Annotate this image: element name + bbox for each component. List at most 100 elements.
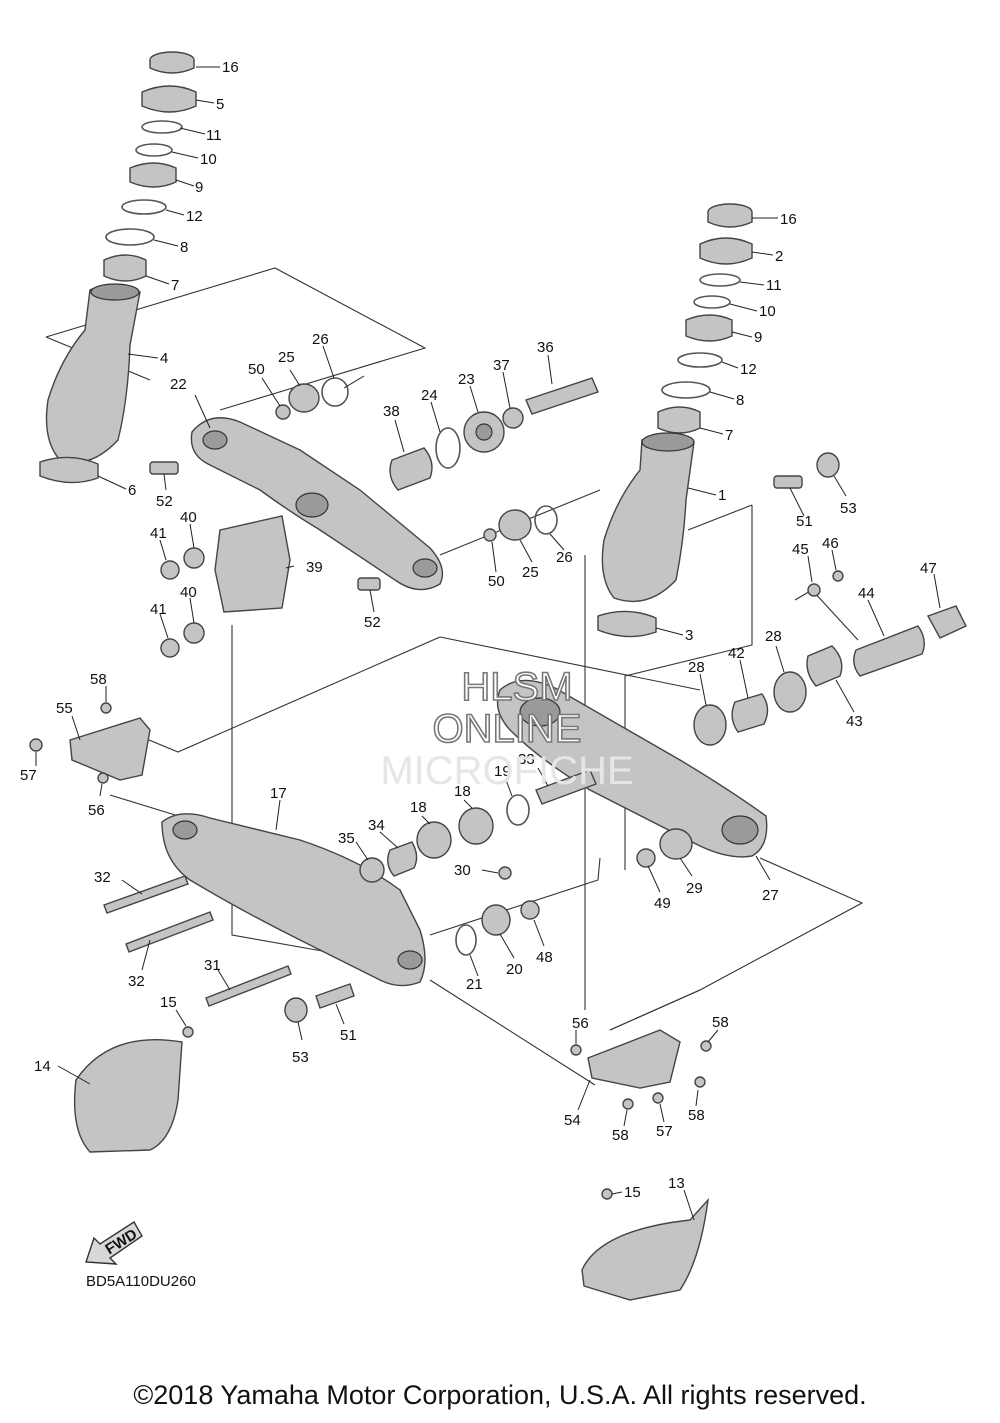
callout-38: 38 (383, 403, 400, 420)
part-14-cover (73, 1039, 183, 1153)
callout-49: 49 (654, 895, 671, 912)
callout-32-a: 32 (94, 869, 111, 886)
part-52-bolt-top (149, 461, 179, 475)
lower-arm-assembly (103, 769, 597, 1023)
callout-25-mid: 25 (522, 564, 539, 581)
part-48-collar (520, 900, 540, 920)
part-52-bolt-bottom (357, 577, 381, 591)
callout-11-right: 11 (766, 277, 782, 294)
callout-29: 29 (686, 880, 703, 897)
part-53-cap-top (816, 452, 840, 478)
part-50-collar-mid (483, 528, 497, 542)
callout-25-top: 25 (278, 349, 295, 366)
callout-46: 46 (822, 535, 839, 552)
copyright-notice: ©2018 Yamaha Motor Corporation, U.S.A. A… (133, 1380, 867, 1410)
fwd-arrow: FWD (85, 1221, 143, 1265)
part-58-bolt-b (694, 1076, 706, 1088)
callout-23: 23 (458, 371, 475, 388)
part-51-bolt-top (773, 475, 803, 489)
callout-8-right: 8 (736, 392, 744, 409)
callout-47: 47 (920, 560, 937, 577)
part-57-bolt-left (29, 738, 43, 752)
covers (73, 1026, 709, 1301)
part-35-collar (359, 857, 385, 883)
right-arm-assembly (496, 452, 967, 868)
fwd-arrow-icon (85, 1221, 143, 1265)
callout-58-b: 58 (688, 1107, 705, 1124)
callout-9-right: 9 (754, 329, 762, 346)
callout-42: 42 (728, 645, 745, 662)
part-9-bearing (129, 162, 177, 188)
part-40-nut-a (183, 547, 205, 569)
callout-50-top: 50 (248, 361, 265, 378)
part-20-bearing (481, 904, 511, 936)
part-31-bolt (205, 965, 292, 1007)
part-4-steering-tube (45, 283, 141, 464)
callout-5: 5 (216, 96, 224, 113)
watermark-line3: MICROFICHE (380, 749, 633, 793)
part-12-seal-right (677, 352, 723, 368)
callout-12-right: 12 (740, 361, 757, 378)
part-15-bolt-right (601, 1188, 613, 1200)
callout-15-right: 15 (624, 1184, 641, 1201)
leader-lines (35, 66, 941, 1221)
callout-56-right: 56 (572, 1015, 589, 1032)
callout-20: 20 (506, 961, 523, 978)
part-45-washer (807, 583, 821, 597)
part-3-ring (597, 610, 657, 638)
part-42-sleeve (731, 693, 769, 733)
callout-40-a: 40 (180, 509, 197, 526)
callout-39: 39 (306, 559, 323, 576)
part-9-bearing-right (685, 314, 733, 342)
part-27-arm-right (496, 679, 768, 858)
callout-53-top: 53 (840, 500, 857, 517)
part-10-ring (135, 143, 173, 157)
part-46-bolt (832, 570, 844, 582)
callout-28-b: 28 (765, 628, 782, 645)
part-41-nut-b (160, 638, 180, 658)
callout-31: 31 (204, 957, 221, 974)
callout-58-left: 58 (90, 671, 107, 688)
callout-58-a: 58 (712, 1014, 729, 1031)
part-10-ring-right (693, 295, 731, 309)
watermark-line1: HLSM (461, 665, 572, 709)
callout-50-mid: 50 (488, 573, 505, 590)
callout-7: 7 (171, 277, 179, 294)
part-47-nut (926, 605, 967, 639)
callout-11: 11 (206, 127, 222, 144)
part-37-collar (502, 407, 524, 429)
callout-9: 9 (195, 179, 203, 196)
part-7-bushing-right (657, 406, 701, 434)
callout-17: 17 (270, 785, 287, 802)
part-30-collar (498, 866, 512, 880)
callout-48: 48 (536, 949, 553, 966)
part-56-nut-right (570, 1044, 582, 1056)
part-57-bolt-right (652, 1092, 664, 1104)
callout-13: 13 (668, 1175, 685, 1192)
callout-8: 8 (180, 239, 188, 256)
part-26-circlip-top (321, 377, 349, 407)
callout-2: 2 (775, 248, 783, 265)
callout-labels: 16 5 11 10 9 12 8 7 4 6 16 2 11 10 9 12 … (20, 59, 937, 1201)
part-55-bracket (69, 717, 151, 781)
callout-35: 35 (338, 830, 355, 847)
upper-arm-assembly (149, 377, 599, 658)
part-19-circlip (506, 794, 530, 826)
callout-19: 19 (494, 763, 511, 780)
part-17-lower-arm (161, 813, 426, 987)
callout-52-top: 52 (156, 493, 173, 510)
callout-56-left: 56 (88, 802, 105, 819)
callout-36: 36 (537, 339, 554, 356)
callout-7-right: 7 (725, 427, 733, 444)
part-11-ring (141, 120, 183, 134)
callout-51-top: 51 (796, 513, 813, 530)
callout-4: 4 (160, 350, 168, 367)
callout-15-left: 15 (160, 994, 177, 1011)
watermark-line2: ONLINE (433, 707, 582, 751)
callout-54: 54 (564, 1112, 581, 1129)
callout-6: 6 (128, 482, 136, 499)
part-58-bolt-c (622, 1098, 634, 1110)
callout-18-a: 18 (410, 799, 427, 816)
callout-30: 30 (454, 862, 471, 879)
bracket-assemblies (29, 702, 712, 1110)
